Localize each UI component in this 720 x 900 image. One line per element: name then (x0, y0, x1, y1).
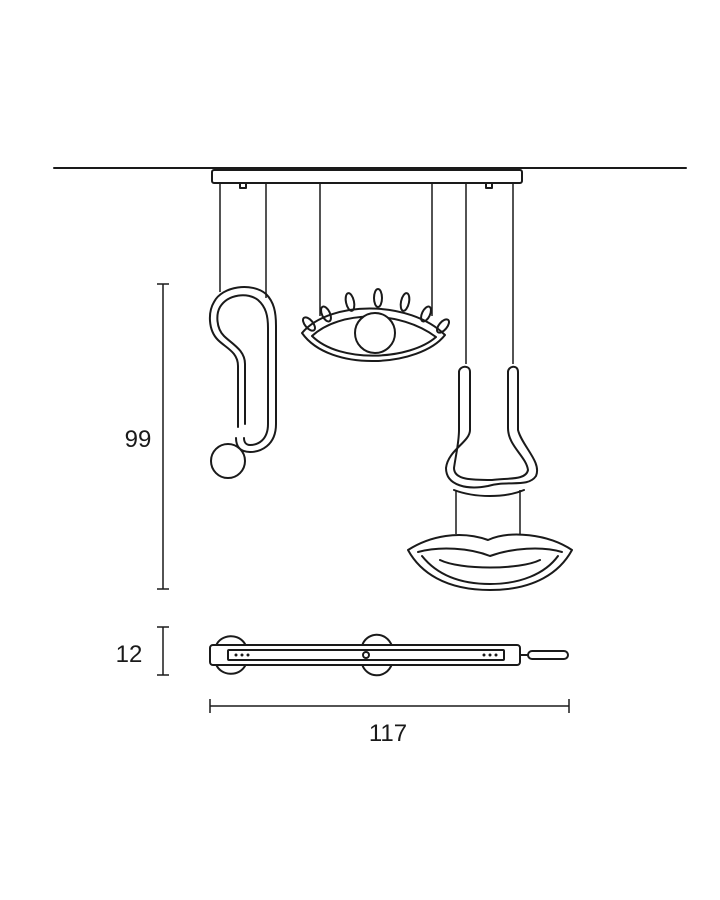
canopy-arm (527, 650, 569, 660)
depth-label: 12 (116, 641, 143, 668)
lips-pendant (407, 533, 573, 591)
suspension-cables (219, 183, 521, 534)
height-label: 99 (125, 426, 152, 453)
neck-pendant (445, 365, 539, 497)
canopy-mounts (239, 182, 493, 189)
loop-pendant (208, 286, 277, 453)
eye-lashes (302, 288, 450, 334)
depth-dimension (157, 626, 169, 676)
top-view (209, 633, 569, 677)
canopy (211, 169, 523, 184)
led-dots-right (482, 653, 498, 657)
width-label: 117 (369, 720, 407, 747)
width-dimension (209, 699, 570, 713)
height-dimension (157, 283, 169, 590)
globe-bulb-eye (354, 312, 396, 354)
globe-bulb-left (210, 443, 246, 479)
eye-pendant (301, 288, 450, 362)
led-dots-left (234, 653, 250, 657)
